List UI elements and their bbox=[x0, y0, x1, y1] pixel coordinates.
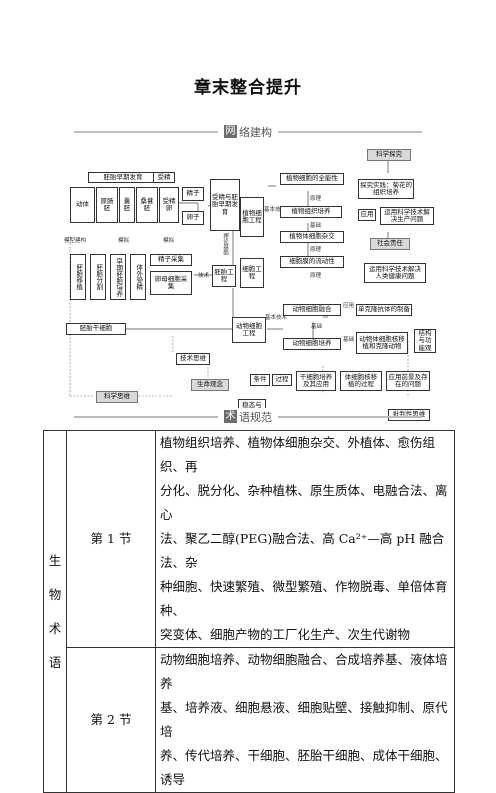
box-stage-egg: 受精卵 bbox=[159, 187, 179, 223]
label-model2: 模拟 bbox=[163, 238, 175, 244]
category-label: 生物术语 bbox=[48, 552, 62, 670]
section-badge: 术 bbox=[224, 410, 237, 423]
box-nt-principle: 体细胞核移植的过程 bbox=[340, 371, 382, 391]
box-mab: 单克隆抗体的制备 bbox=[356, 304, 412, 316]
section-badge: 网 bbox=[224, 125, 237, 138]
box-practice: 探究实践：菊花的组织培养 bbox=[358, 179, 414, 199]
page-title: 章末整合提升 bbox=[194, 78, 302, 98]
label-model1: 模拟 bbox=[118, 238, 130, 244]
terms-cell: 动物细胞培养、动物细胞融合、合成培养基、液体培养 基、培养液、细胞悬液、细胞贴壁… bbox=[155, 647, 455, 793]
box-stage-morula: 桑葚胚 bbox=[136, 187, 158, 223]
box-esc: 胚胎干细胞 bbox=[66, 323, 126, 335]
section-header-terms: 术语规范 bbox=[74, 408, 422, 425]
box-somatic-hybrid: 植物体细胞杂交 bbox=[280, 231, 344, 243]
label-tech: 技术 bbox=[198, 273, 210, 279]
box-condition: 条件 bbox=[250, 374, 270, 386]
box-ovum: 卵子 bbox=[182, 211, 204, 225]
box-critical: 批判性思维 bbox=[388, 409, 430, 421]
box-structure-func: 结构与功能观 bbox=[414, 329, 436, 353]
box-embryo-transfer: 胚胎移植 bbox=[70, 254, 86, 300]
section-header-network: 网络建构 bbox=[74, 123, 422, 140]
concept-map: 胚胎早期发育 受精 动体 原肠胚 囊胚 桑葚胚 受精卵 精子 卵子 受精与胚胎早… bbox=[58, 141, 438, 511]
box-fertilization: 受精 bbox=[153, 172, 175, 183]
box-sci-inquiry: 科学探究 bbox=[367, 149, 411, 161]
box-nuclear-transfer: 动物体细胞核移植和克隆动物 bbox=[356, 332, 408, 354]
label-principle2: 原理 bbox=[310, 247, 322, 253]
box-fertilize-dev: 受精与胚胎早期发育 bbox=[210, 179, 240, 231]
box-stage-body: 动体 bbox=[70, 187, 95, 223]
box-tissue-culture: 植物组织培养 bbox=[280, 206, 342, 218]
label-application1: 应用 bbox=[343, 303, 355, 309]
section-title: 语规范 bbox=[239, 410, 272, 424]
label-principle1: 原理 bbox=[310, 196, 322, 202]
label-basis2: 基础 bbox=[311, 324, 323, 330]
box-animal-eng: 动物细胞工程 bbox=[232, 317, 266, 343]
label-base-tech: 基本技术 bbox=[264, 207, 287, 213]
box-embryo-split: 胚胎分割 bbox=[90, 254, 106, 300]
section-cell: 第 1 节 bbox=[66, 430, 156, 648]
box-sperm-collect: 精子采集 bbox=[150, 254, 192, 266]
label-principle3: 原理 bbox=[310, 273, 322, 279]
box-prospect: 应用前景及存在的问题 bbox=[386, 371, 430, 391]
box-stage-cap: 囊胚 bbox=[119, 187, 135, 223]
terms-line: 植物组织培养、植物体细胞杂交、外植体、愈伤组织、再 bbox=[160, 435, 436, 474]
box-egg-collect: 卵母细胞采集 bbox=[150, 271, 192, 295]
terms-table: 生物术语 第 1 节 植物组织培养、植物体细胞杂交、外植体、愈伤组织、再 分化、… bbox=[43, 430, 455, 793]
category-cell: 生物术语 bbox=[43, 430, 67, 793]
box-early-culture: 早期胚胎培养 bbox=[110, 254, 126, 300]
label-basis1: 基础 bbox=[310, 223, 322, 229]
terms-line: 种细胞、快速繁殖、微型繁殖、作物脱毒、单倍体育种、 bbox=[160, 579, 448, 618]
box-animal-fusion: 动物细胞融合 bbox=[283, 304, 341, 316]
box-social-resp: 社会责任 bbox=[370, 238, 410, 250]
box-animal-culture: 动物细胞培养 bbox=[283, 338, 341, 350]
terms-line: 分化、脱分化、杂种植株、原生质体、电融合法、离心 bbox=[160, 483, 448, 522]
box-membrane-fluid: 细胞膜的流动性 bbox=[280, 256, 344, 268]
box-totipotency: 植物细胞的全能性 bbox=[280, 173, 344, 185]
section-title: 络建构 bbox=[239, 125, 272, 139]
label-theory-base: 理论基础 bbox=[222, 233, 228, 255]
box-stage-blastula: 原肠胚 bbox=[96, 187, 118, 223]
terms-line: 法、聚乙二醇(PEG)融合法、高 Ca²⁺—高 pH 融合法、杂 bbox=[160, 531, 445, 570]
box-sci-thinking: 科学思维 bbox=[96, 391, 138, 403]
terms-line: 突变体、细胞产物的工厂化生产、次生代谢物 bbox=[160, 627, 411, 642]
box-use-tech2: 运用科学技术解决人类健康问题 bbox=[364, 263, 426, 283]
label-base-tech2: 基本技术 bbox=[265, 315, 288, 321]
box-embryo-eng: 胚胎工程 bbox=[212, 265, 236, 287]
terms-line: 动物细胞培养、动物细胞融合、合成培养基、液体培养 bbox=[160, 652, 448, 691]
terms-line: 基、培养液、细胞悬液、细胞贴壁、接触抑制、原代培 bbox=[160, 700, 448, 739]
section-cell: 第 2 节 bbox=[66, 647, 156, 793]
box-tech-ethics: 技术思维 bbox=[176, 353, 210, 365]
terms-cell: 植物组织培养、植物体细胞杂交、外植体、愈伤组织、再 分化、脱分化、杂种植株、原生… bbox=[155, 430, 455, 648]
box-process: 过程 bbox=[272, 374, 292, 386]
box-embryo-stages: 胚胎早期发育 bbox=[88, 172, 158, 183]
box-cell-eng: 细胞工程 bbox=[240, 258, 264, 288]
box-apply: 应用 bbox=[358, 209, 376, 221]
box-sperm: 精子 bbox=[182, 187, 204, 201]
box-esc-app: 干细胞培养及其应用 bbox=[296, 371, 336, 391]
label-basis3: 基础 bbox=[343, 337, 355, 343]
terms-line: 养、传代培养、干细胞、胚胎干细胞、成体干细胞、诱导 bbox=[160, 748, 448, 787]
box-use-tech: 运用科学技术解决生产问题 bbox=[380, 207, 434, 225]
label-model-build: 模型建构 bbox=[64, 238, 87, 244]
box-ivf: 体外受精 bbox=[130, 254, 146, 300]
box-life-concept: 生命观念 bbox=[191, 379, 229, 391]
box-plant-eng: 植物细胞工程 bbox=[240, 197, 264, 237]
